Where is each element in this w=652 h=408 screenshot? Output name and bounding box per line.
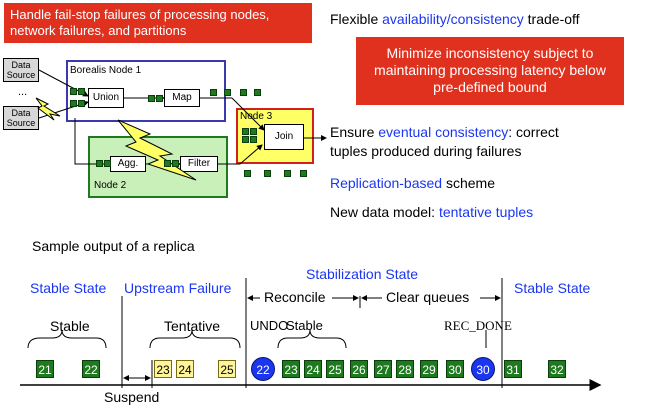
queue-tuple <box>148 95 155 102</box>
undo-tuple: 22 <box>251 357 275 381</box>
ellipsis: ... <box>18 86 28 98</box>
tuple-tentative: 23 <box>154 360 172 378</box>
clear-queues-label: Clear queues <box>384 289 472 305</box>
queue-tuple <box>242 128 249 135</box>
queue-tuple <box>242 136 249 143</box>
tentative-label: Tentative <box>164 318 221 334</box>
node1-label: Borealis Node 1 <box>70 65 142 76</box>
tuple-stable: 25 <box>326 360 344 378</box>
queue-tuple <box>264 170 271 177</box>
failure-lightning-1 <box>35 97 61 121</box>
queue-tuple <box>70 88 77 95</box>
eventual-link: eventual consistency <box>378 124 509 140</box>
datamodel-prefix: New data model: <box>330 204 439 220</box>
datamodel-link: tentative tuples <box>438 204 534 220</box>
tuple-tentative: 25 <box>218 360 236 378</box>
tuple-stable: 27 <box>374 360 392 378</box>
diagram-connectors <box>35 69 327 181</box>
queue-tuple <box>250 136 257 143</box>
tradeoff-link: availability/consistency <box>382 11 524 27</box>
data-source-1: Data Source <box>3 58 39 82</box>
failure-lightning-2 <box>117 119 197 181</box>
join-operator: Join <box>264 124 304 150</box>
suspend-label: Suspend <box>104 389 160 405</box>
queue-tuple <box>244 170 251 177</box>
tradeoff-line: Flexible availability/consistency trade-… <box>330 11 580 27</box>
agg-operator: Agg. <box>110 156 146 172</box>
tuple-stable: 23 <box>282 360 300 378</box>
queue-tuple <box>240 89 247 96</box>
queue-tuple <box>70 100 77 107</box>
undo-label: UNDO <box>250 318 289 333</box>
queue-tuple <box>164 160 171 167</box>
reconcile-label: Reconcile <box>262 289 328 305</box>
failure-banner: Handle fail-stop failures of processing … <box>4 3 312 43</box>
stable-state-left: Stable State <box>30 280 107 296</box>
tradeoff-prefix: Flexible <box>330 11 383 27</box>
tuple-tentative: 24 <box>176 360 194 378</box>
tuple-stable: 30 <box>446 360 464 378</box>
eventual-prefix: Ensure <box>330 124 379 140</box>
stabilization-state-label: Stabilization State <box>306 266 419 282</box>
tuple-stable: 21 <box>36 360 54 378</box>
stable-state-right: Stable State <box>514 280 591 296</box>
tuple-stable: 32 <box>548 360 566 378</box>
union-operator: Union <box>88 88 124 108</box>
queue-tuple <box>172 160 179 167</box>
queue-tuple <box>156 95 163 102</box>
timeline-title: Sample output of a replica <box>32 238 195 254</box>
tuple-stable: 26 <box>350 360 368 378</box>
stable-label: Stable <box>50 318 90 334</box>
latency-goal-box: Minimize inconsistency subject to mainta… <box>356 37 624 105</box>
rec-done-label: REC_DONE <box>444 318 512 333</box>
node2-label: Node 2 <box>94 180 127 191</box>
queue-tuple <box>284 170 291 177</box>
timeline-axis <box>20 278 602 391</box>
eventual-consistency-line: Ensure eventual consistency: correct <box>330 124 559 140</box>
stable-label-2: Stable <box>286 318 323 333</box>
queue-tuple <box>78 88 85 95</box>
replication-suffix: scheme <box>442 175 495 191</box>
queue-tuple <box>254 89 261 96</box>
tradeoff-suffix: trade-off <box>523 11 580 27</box>
replication-line: Replication-based scheme <box>330 175 495 191</box>
queue-tuple <box>78 100 85 107</box>
tuple-stable: 29 <box>420 360 438 378</box>
queue-tuple <box>104 160 111 167</box>
queue-tuple <box>250 128 257 135</box>
queue-tuple <box>300 170 307 177</box>
replication-link: Replication-based <box>330 175 443 191</box>
queue-tuple <box>96 160 103 167</box>
tuple-stable: 22 <box>82 360 100 378</box>
tuple-stable: 31 <box>504 360 522 378</box>
data-model-line: New data model: tentative tuples <box>330 204 533 220</box>
tuple-stable: 24 <box>304 360 322 378</box>
eventual-suffix: : correct <box>508 124 559 140</box>
eventual-consistency-line2: tuples produced during failures <box>330 143 522 159</box>
node3-label: Node 3 <box>240 111 273 122</box>
queue-tuple <box>224 89 231 96</box>
data-source-2: Data Source <box>3 106 39 130</box>
queue-tuple <box>210 89 217 96</box>
tuple-stable: 28 <box>396 360 414 378</box>
rec-done-tuple: 30 <box>471 357 495 381</box>
upstream-failure-label: Upstream Failure <box>124 280 232 296</box>
